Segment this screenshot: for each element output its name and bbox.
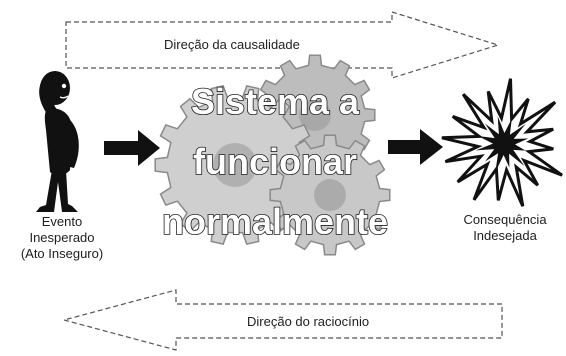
event-label-line-3: (Ato Inseguro) <box>20 246 104 261</box>
causality-label: Direção da causalidade <box>164 37 300 52</box>
gears-icon <box>154 54 391 256</box>
arrow-to-system <box>104 130 160 166</box>
thinking-person-icon <box>36 71 79 212</box>
system-text-block: Sistema a funcionar normalmente <box>161 80 389 243</box>
consequence-label-line-2: Indesejada <box>473 228 537 243</box>
explosion-icon <box>441 78 563 207</box>
system-text-line-2: funcionar <box>193 141 357 182</box>
event-label-line-2: Inesperado <box>29 230 95 245</box>
system-text-line-1: Sistema a <box>191 81 360 122</box>
consequence-label: Consequência Indesejada <box>445 212 565 244</box>
event-label: Evento Inesperado (Ato Inseguro) <box>6 214 118 262</box>
consequence-label-line-1: Consequência <box>463 212 547 227</box>
reasoning-label: Direção do raciocínio <box>247 314 370 329</box>
reasoning-arrow <box>61 289 503 351</box>
event-label-line-1: Evento <box>41 214 83 229</box>
system-text-line-3: normalmente <box>162 201 388 242</box>
arrow-to-consequence <box>388 129 443 165</box>
